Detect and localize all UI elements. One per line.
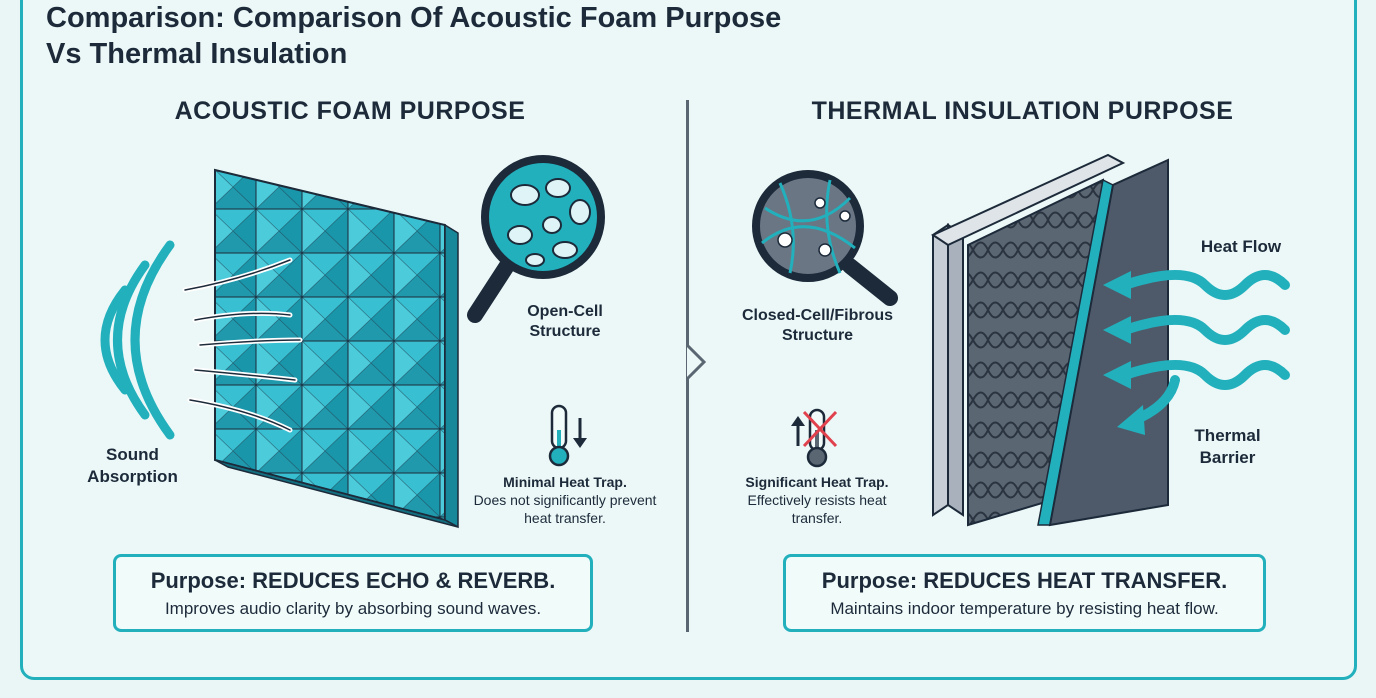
significant-heat-note: Significant Heat Trap. Effectively resis… bbox=[722, 473, 912, 527]
minimal-heat-desc: Does not significantly prevent heat tran… bbox=[473, 492, 657, 526]
sound-arrows-icon bbox=[182, 257, 303, 433]
acoustic-heading: ACOUSTIC FOAM PURPOSE bbox=[174, 97, 526, 125]
magnifier-icon bbox=[467, 155, 605, 323]
insulation-wall-panel bbox=[930, 153, 1169, 527]
open-cell-label: Open-Cell Structure bbox=[527, 303, 603, 340]
minimal-heat-note: Minimal Heat Trap. Does not significantl… bbox=[470, 473, 660, 527]
thermometer-down-icon bbox=[548, 404, 587, 467]
thermal-purpose-box: Purpose: REDUCES HEAT TRANSFER. Maintain… bbox=[783, 554, 1266, 632]
acoustic-purpose-title: Purpose: REDUCES ECHO & REVERB. bbox=[150, 568, 556, 593]
chevron-right-icon bbox=[685, 343, 707, 381]
thermometer-blocked-icon bbox=[791, 408, 838, 468]
page-title: Comparison: Comparison Of Acoustic Foam … bbox=[46, 2, 782, 70]
thermal-purpose-title: Purpose: REDUCES HEAT TRANSFER. bbox=[821, 568, 1228, 593]
minimal-heat-title: Minimal Heat Trap. bbox=[503, 474, 627, 490]
heat-arrow-icon bbox=[1103, 270, 1290, 435]
acoustic-purpose-box: Purpose: REDUCES ECHO & REVERB. Improves… bbox=[113, 554, 593, 632]
significant-heat-desc: Effectively resists heat transfer. bbox=[747, 492, 887, 526]
thermal-heading: THERMAL INSULATION PURPOSE bbox=[811, 97, 1234, 125]
thermal-barrier-label: Thermal Barrier bbox=[1194, 426, 1261, 467]
sound-absorption-label: Sound Absorption bbox=[87, 445, 178, 486]
acoustic-foam-panel bbox=[214, 168, 459, 529]
sound-waves-icon bbox=[100, 240, 175, 440]
thermal-purpose-desc: Maintains indoor temperature by resistin… bbox=[830, 599, 1219, 618]
magnifier-icon bbox=[752, 170, 898, 306]
closed-cell-label: Closed-Cell/Fibrous Structure bbox=[741, 307, 894, 344]
significant-heat-title: Significant Heat Trap. bbox=[745, 474, 889, 490]
heat-flow-label: Heat Flow bbox=[1200, 237, 1282, 256]
acoustic-purpose-desc: Improves audio clarity by absorbing soun… bbox=[164, 599, 542, 618]
